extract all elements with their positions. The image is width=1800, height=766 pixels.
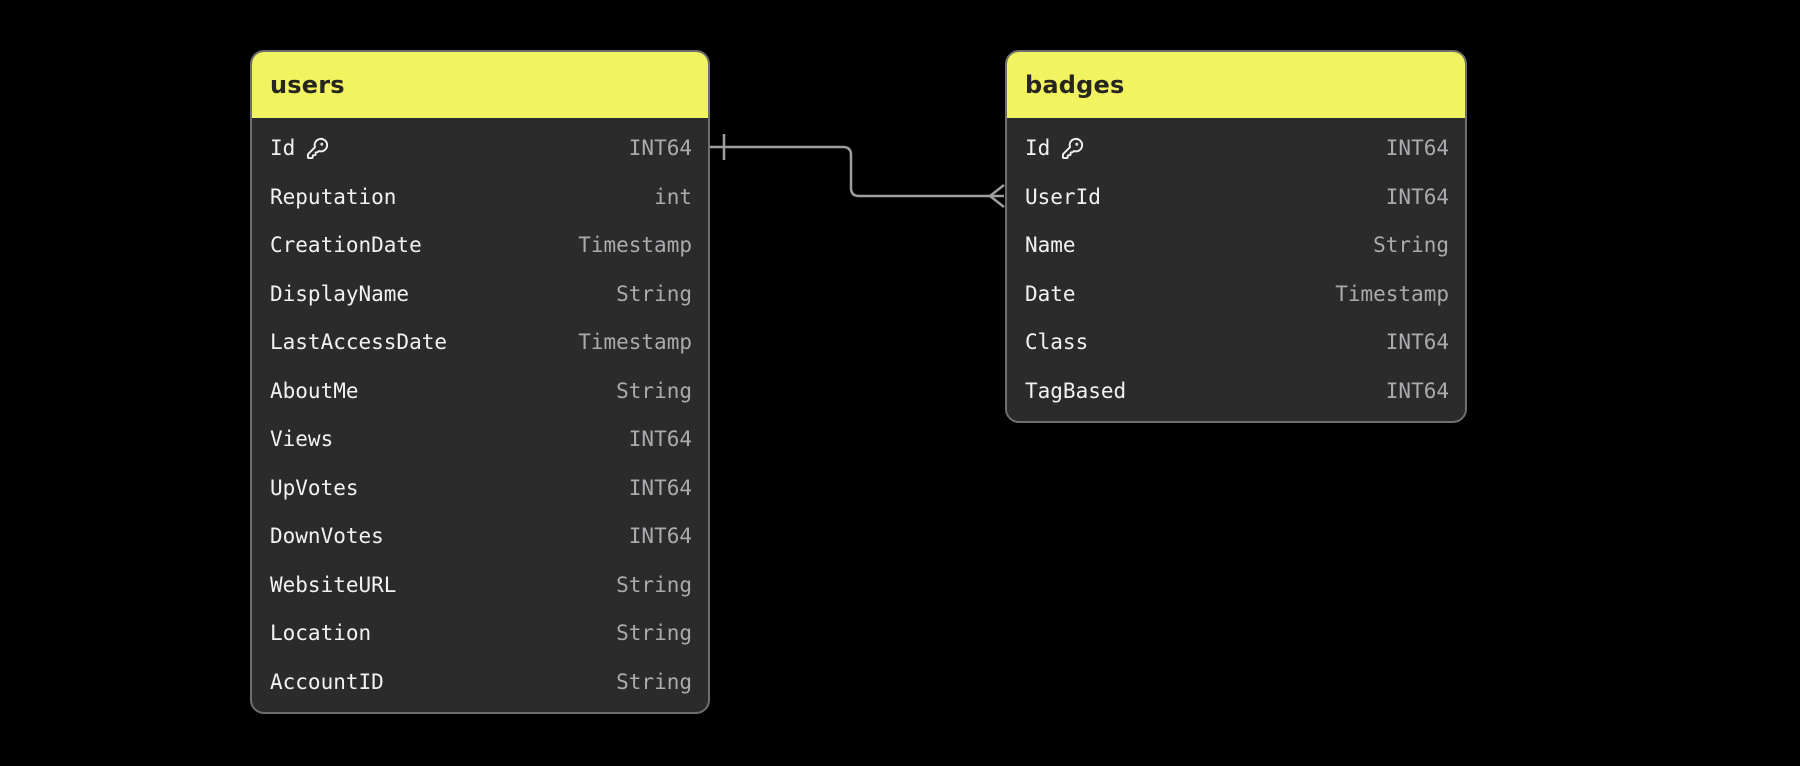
field-row-badges-id[interactable]: Id INT64 xyxy=(1007,124,1465,173)
field-type: INT64 xyxy=(628,427,692,452)
field-type: Timestamp xyxy=(578,330,692,355)
field-name: Name xyxy=(1025,233,1076,258)
table-fields: Id INT64 Reputation int CreationDate Tim… xyxy=(252,118,708,712)
field-name: DisplayName xyxy=(270,281,410,306)
field-type: INT64 xyxy=(1385,184,1449,209)
field-row-badges-userid[interactable]: UserId INT64 xyxy=(1007,173,1465,222)
primary-key-icon xyxy=(1061,137,1084,160)
field-row-users-creationdate[interactable]: CreationDate Timestamp xyxy=(252,221,708,270)
field-name: Date xyxy=(1025,281,1076,306)
cardinality-many-crowfoot-marker xyxy=(987,184,1005,208)
field-type: INT64 xyxy=(1385,330,1449,355)
field-row-users-views[interactable]: Views INT64 xyxy=(252,415,708,464)
field-type: INT64 xyxy=(628,524,692,549)
field-row-users-upvotes[interactable]: UpVotes INT64 xyxy=(252,464,708,513)
field-type: String xyxy=(1373,233,1449,258)
field-type: INT64 xyxy=(1385,378,1449,403)
field-row-users-downvotes[interactable]: DownVotes INT64 xyxy=(252,512,708,561)
field-name: WebsiteURL xyxy=(270,572,397,597)
field-row-badges-tagbased[interactable]: TagBased INT64 xyxy=(1007,367,1465,416)
field-name: Location xyxy=(270,621,372,646)
field-row-users-id[interactable]: Id INT64 xyxy=(252,124,708,173)
field-name: Views xyxy=(270,427,334,452)
field-name: CreationDate xyxy=(270,233,422,258)
field-name: Reputation xyxy=(270,184,397,209)
field-name: AboutMe xyxy=(270,378,359,403)
field-type: Timestamp xyxy=(1335,281,1449,306)
table-title: users xyxy=(270,71,345,99)
table-title: badges xyxy=(1025,71,1125,99)
field-type: String xyxy=(616,281,692,306)
field-type: String xyxy=(616,572,692,597)
field-name: DownVotes xyxy=(270,524,384,549)
table-card-users[interactable]: users Id INT64 Reputation int CreationDa… xyxy=(250,50,710,714)
field-name: Id xyxy=(270,136,296,161)
field-type: Timestamp xyxy=(578,233,692,258)
field-name: Class xyxy=(1025,330,1089,355)
field-row-users-aboutme[interactable]: AboutMe String xyxy=(252,367,708,416)
table-card-badges[interactable]: badges Id INT64 UserId INT64 Name String… xyxy=(1005,50,1467,423)
field-row-users-accountid[interactable]: AccountID String xyxy=(252,658,708,707)
field-type: INT64 xyxy=(1385,136,1449,161)
primary-key-icon xyxy=(306,137,329,160)
field-type: String xyxy=(616,621,692,646)
field-name: UpVotes xyxy=(270,475,359,500)
field-row-users-websiteurl[interactable]: WebsiteURL String xyxy=(252,561,708,610)
relationship-users-badges[interactable] xyxy=(710,134,1005,208)
field-name: AccountID xyxy=(270,669,384,694)
table-header[interactable]: users xyxy=(252,52,708,118)
field-row-badges-class[interactable]: Class INT64 xyxy=(1007,318,1465,367)
table-fields: Id INT64 UserId INT64 Name String Date T… xyxy=(1007,118,1465,421)
field-type: String xyxy=(616,378,692,403)
field-row-badges-date[interactable]: Date Timestamp xyxy=(1007,270,1465,319)
field-row-users-location[interactable]: Location String xyxy=(252,609,708,658)
field-type: int xyxy=(654,184,692,209)
field-name: TagBased xyxy=(1025,378,1127,403)
field-row-users-displayname[interactable]: DisplayName String xyxy=(252,270,708,319)
field-type: String xyxy=(616,669,692,694)
field-type: INT64 xyxy=(628,475,692,500)
table-header[interactable]: badges xyxy=(1007,52,1465,118)
field-name: LastAccessDate xyxy=(270,330,448,355)
relationship-line[interactable] xyxy=(710,145,1004,198)
field-row-badges-name[interactable]: Name String xyxy=(1007,221,1465,270)
field-row-users-reputation[interactable]: Reputation int xyxy=(252,173,708,222)
field-row-users-lastaccessdate[interactable]: LastAccessDate Timestamp xyxy=(252,318,708,367)
field-name: Id xyxy=(1025,136,1051,161)
field-name: UserId xyxy=(1025,184,1101,209)
field-type: INT64 xyxy=(628,136,692,161)
